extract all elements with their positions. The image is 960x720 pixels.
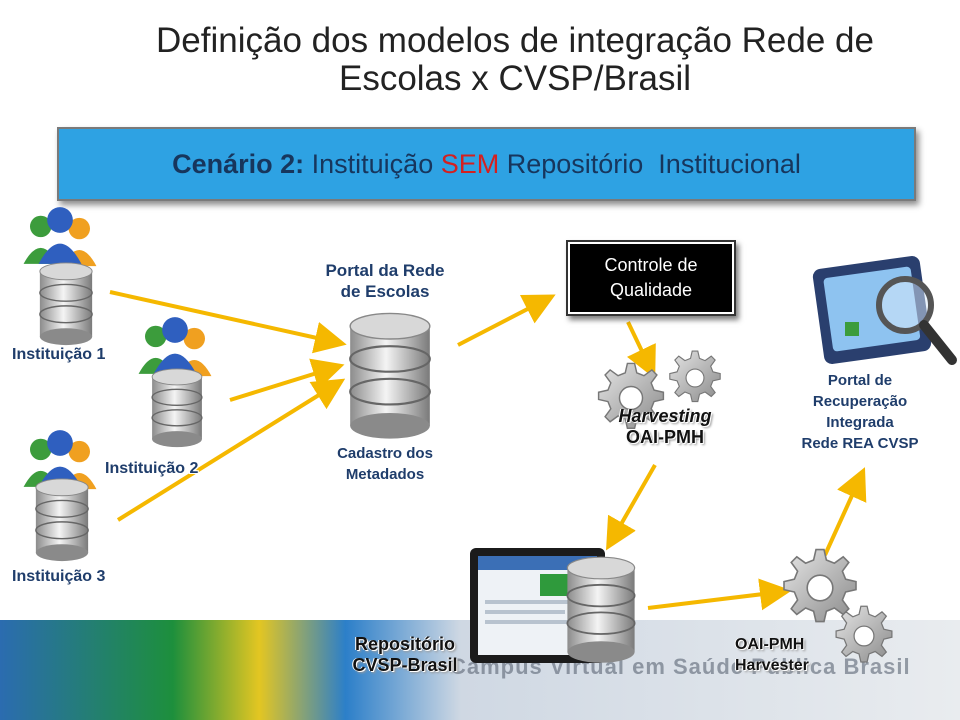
- cadastro-label-line-2: Metadados: [345, 466, 425, 483]
- recovery-line-4: Rede REA CVSP: [801, 435, 919, 452]
- flow-arrows: [109, 290, 867, 611]
- scenario-text-2: Repositório Institucional: [499, 148, 801, 179]
- arrow-repository-to-harvester: [647, 578, 792, 611]
- arrow-inst3-to-portal: [116, 378, 346, 522]
- institution-1-icon: [23, 207, 97, 346]
- institution-2-label: Instituição 2: [105, 460, 199, 477]
- title-line-1: Definição dos modelos de integração Rede…: [156, 21, 874, 60]
- arrow-harvesting-to-repository: [606, 464, 657, 551]
- portal-label-line-1: Portal da Rede: [325, 261, 445, 280]
- scenario-number: Cenário 2:: [172, 148, 305, 179]
- scenario-banner: Cenário 2: Instituição SEM Repositório I…: [57, 127, 916, 201]
- harvesting-label: Harvesting OAI-PMH: [590, 406, 740, 448]
- harvesting-line-1: Harvesting: [618, 406, 712, 426]
- arrow-quality-to-harvesting: [626, 321, 656, 379]
- title-line-2: Escolas x CVSP/Brasil: [338, 59, 692, 98]
- page-title: Definição dos modelos de integração Rede…: [70, 22, 960, 98]
- harvester-line-1: OAI-PMH: [735, 636, 805, 653]
- institution-3-icon: [23, 430, 97, 562]
- cadastro-label: Cadastro dos Metadados: [315, 443, 455, 485]
- institution-1-label: Instituição 1: [12, 346, 106, 363]
- recovery-line-1: Portal de: [827, 372, 893, 389]
- repository-line-2: CVSP-Brasil: [352, 655, 458, 675]
- magnifier-portal-icon: [812, 255, 957, 365]
- recovery-portal-label: Portal de Recuperação Integrada Rede REA…: [775, 370, 945, 454]
- arrow-inst2-to-portal: [229, 358, 345, 402]
- harvesting-line-2: OAI-PMH: [626, 427, 704, 447]
- repository-computer-icon: [470, 548, 636, 664]
- recovery-line-3: Integrada: [826, 414, 894, 431]
- institution-2-icon: [138, 317, 212, 448]
- quality-line-1: Controle de: [604, 255, 698, 275]
- portal-label: Portal da Rede de Escolas: [300, 260, 470, 302]
- central-database-icon: [349, 312, 431, 440]
- repository-label: Repositório CVSP-Brasil: [330, 634, 480, 676]
- harvester-label: OAI-PMH Harvester: [735, 634, 809, 676]
- recovery-line-2: Recuperação: [812, 393, 908, 410]
- cadastro-label-line-1: Cadastro dos: [337, 445, 433, 462]
- harvester-line-2: Harvester: [735, 657, 809, 674]
- scenario-highlight: SEM: [440, 148, 500, 179]
- arrow-portal-to-quality: [457, 294, 556, 347]
- scenario-text-1: Instituição: [304, 148, 441, 179]
- quality-control-box: Controle de Qualidade: [566, 240, 736, 316]
- arrow-inst1-to-portal: [109, 290, 347, 354]
- arrow-harvester-to-portal: [823, 467, 867, 556]
- quality-line-2: Qualidade: [609, 280, 693, 300]
- repository-line-1: Repositório: [354, 634, 455, 654]
- portal-label-line-2: de Escolas: [340, 282, 430, 301]
- institution-3-label: Instituição 3: [12, 568, 106, 585]
